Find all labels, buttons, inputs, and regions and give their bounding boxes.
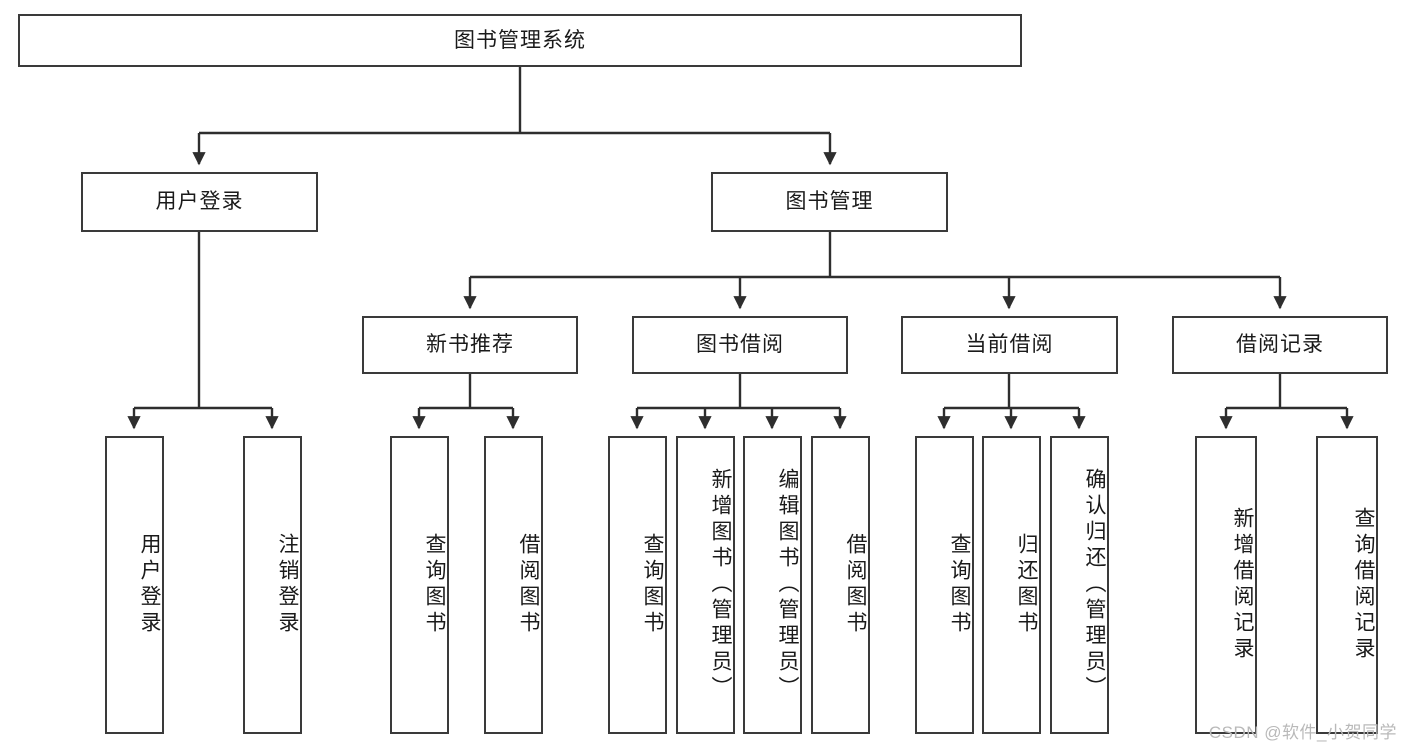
- node-level2-0[interactable]: 用户登录: [81, 172, 318, 232]
- node-leaf-8[interactable]: 查询图书: [915, 436, 974, 734]
- node-leaf-4-label: 查询图书: [641, 533, 664, 637]
- node-leaf-9-label: 归还图书: [1015, 533, 1038, 637]
- node-level3-3-label: 借阅记录: [1236, 333, 1324, 357]
- node-level3-0[interactable]: 新书推荐: [362, 316, 578, 374]
- node-leaf-7[interactable]: 借阅图书: [811, 436, 870, 734]
- node-level2-1[interactable]: 图书管理: [711, 172, 948, 232]
- node-leaf-2[interactable]: 查询图书: [390, 436, 449, 734]
- node-leaf-12-label: 查询借阅记录: [1352, 507, 1375, 663]
- node-level3-2[interactable]: 当前借阅: [901, 316, 1118, 374]
- node-leaf-6-label: 编辑图书（管理员）: [776, 468, 799, 702]
- node-leaf-11[interactable]: 新增借阅记录: [1195, 436, 1257, 734]
- node-leaf-5[interactable]: 新增图书（管理员）: [676, 436, 735, 734]
- node-leaf-12[interactable]: 查询借阅记录: [1316, 436, 1378, 734]
- node-leaf-11-label: 新增借阅记录: [1231, 507, 1254, 663]
- node-leaf-9[interactable]: 归还图书: [982, 436, 1041, 734]
- node-root-label: 图书管理系统: [454, 28, 586, 52]
- node-level2-1-label: 图书管理: [785, 190, 874, 214]
- node-level2-0-label: 用户登录: [155, 190, 244, 214]
- node-leaf-6[interactable]: 编辑图书（管理员）: [743, 436, 802, 734]
- node-leaf-1[interactable]: 注销登录: [243, 436, 302, 734]
- node-leaf-3[interactable]: 借阅图书: [484, 436, 543, 734]
- node-level3-2-label: 当前借阅: [965, 333, 1054, 357]
- node-leaf-5-label: 新增图书（管理员）: [709, 468, 732, 702]
- node-root[interactable]: 图书管理系统: [18, 14, 1022, 67]
- node-level3-1-label: 图书借阅: [696, 333, 784, 357]
- node-leaf-4[interactable]: 查询图书: [608, 436, 667, 734]
- node-leaf-8-label: 查询图书: [948, 533, 971, 637]
- node-leaf-10-label: 确认归还（管理员）: [1083, 468, 1106, 702]
- node-leaf-2-label: 查询图书: [423, 533, 446, 637]
- node-level3-0-label: 新书推荐: [426, 333, 514, 357]
- node-leaf-10[interactable]: 确认归还（管理员）: [1050, 436, 1109, 734]
- node-level3-1[interactable]: 图书借阅: [632, 316, 848, 374]
- node-leaf-0-label: 用户登录: [138, 533, 161, 637]
- node-leaf-0[interactable]: 用户登录: [105, 436, 164, 734]
- node-leaf-3-label: 借阅图书: [517, 533, 540, 637]
- node-leaf-7-label: 借阅图书: [844, 533, 867, 637]
- node-level3-3[interactable]: 借阅记录: [1172, 316, 1388, 374]
- node-leaf-1-label: 注销登录: [276, 533, 299, 637]
